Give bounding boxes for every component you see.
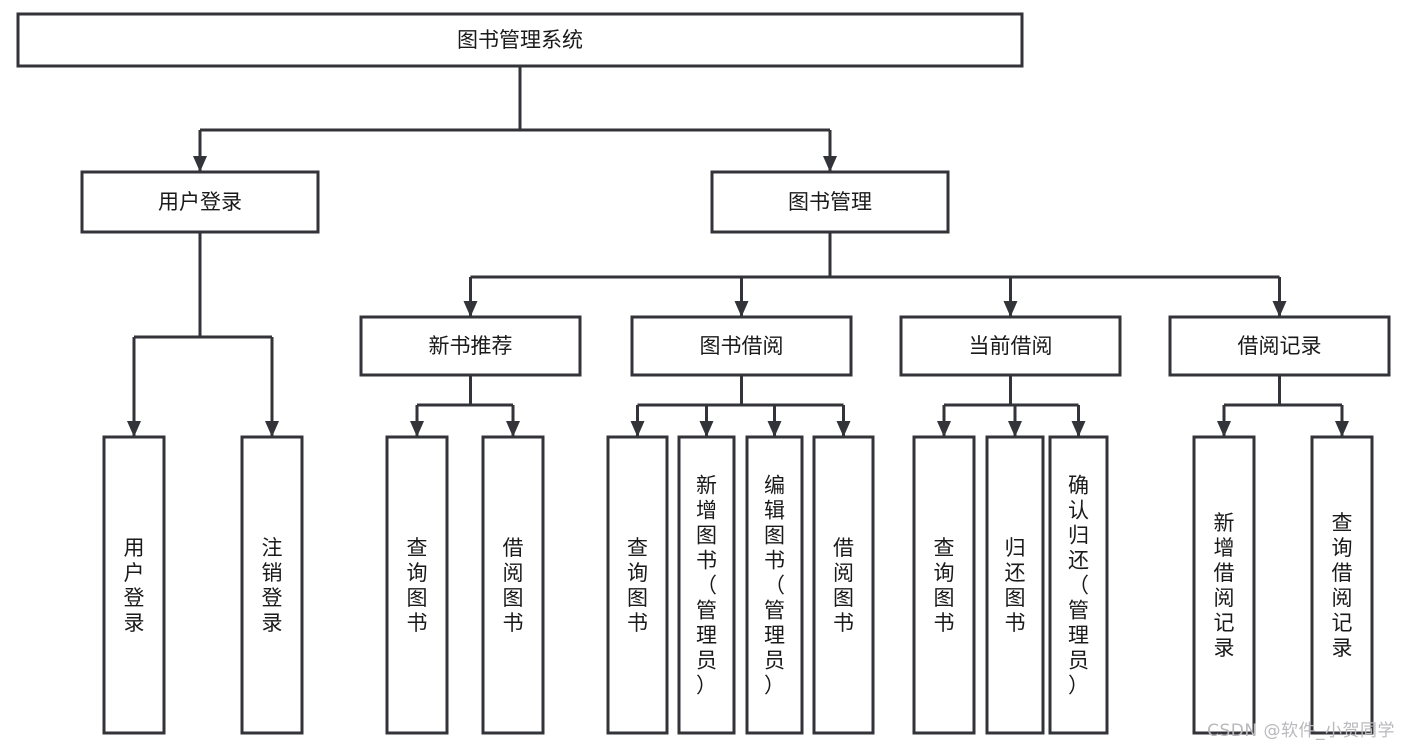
arrow-head-leaf-query-book-cb [937,421,951,437]
node-box-leaf-query-book-nbr [385,435,449,735]
edge-layer [127,66,1349,437]
arrow-head-leaf-return-book [1008,421,1022,437]
node-label-leaf-query-book-nbr: 查询图书 [407,536,428,635]
node-leaf-borrow-book-bb[interactable]: 借阅图书 [812,435,875,735]
node-leaf-user-login[interactable]: 用户登录 [102,435,166,735]
node-book-borrow[interactable]: 图书借阅 [630,315,853,377]
arrow-head-user-login [193,156,207,172]
node-layer: 图书管理系统用户登录图书管理新书推荐图书借阅当前借阅借阅记录用户登录注销登录查询… [16,12,1391,735]
node-label-leaf-borrow-book-bb: 借阅图书 [833,536,854,635]
arrow-head-leaf-borrow-book-bb [836,421,851,437]
node-box-leaf-query-book-cb [912,435,976,735]
node-box-leaf-logout-login [240,435,304,735]
node-leaf-query-book-bb[interactable]: 查询图书 [606,435,669,735]
node-box-leaf-edit-book-admin [745,435,804,735]
node-label-root: 图书管理系统 [457,28,583,52]
node-label-leaf-query-book-bb: 查询图书 [627,536,648,635]
node-leaf-return-book[interactable]: 归还图书 [985,435,1045,735]
node-leaf-add-borrow-record[interactable]: 新增借阅记录 [1192,435,1256,735]
node-label-leaf-confirm-return-admin: 确认归还（管理员） [1068,474,1089,698]
node-box-leaf-user-login [102,435,166,735]
node-box-book-borrow [630,315,853,377]
node-leaf-logout-login[interactable]: 注销登录 [240,435,304,735]
node-leaf-confirm-return-admin[interactable]: 确认归还（管理员） [1048,435,1109,735]
node-leaf-query-borrow-record[interactable]: 查询借阅记录 [1310,435,1374,735]
node-borrow-record[interactable]: 借阅记录 [1168,315,1391,377]
arrow-head-leaf-edit-book-admin [767,421,782,437]
arrow-head-leaf-add-borrow-record [1217,421,1231,437]
arrow-head-new-book-recommend [463,301,478,317]
node-box-current-borrow [899,315,1122,377]
arrow-head-leaf-query-borrow-record [1335,421,1349,437]
arrow-head-leaf-borrow-book-nbr [506,421,520,437]
node-root[interactable]: 图书管理系统 [16,12,1024,68]
node-box-borrow-record [1168,315,1391,377]
node-box-root [16,12,1024,68]
node-new-book-recommend[interactable]: 新书推荐 [359,315,582,377]
node-box-new-book-recommend [359,315,582,377]
arrow-head-leaf-query-book-nbr [410,421,424,437]
node-label-leaf-return-book: 归还图书 [1005,536,1026,635]
node-box-leaf-borrow-book-bb [812,435,875,735]
node-label-user-login: 用户登录 [158,190,242,214]
node-label-leaf-logout-login: 注销登录 [262,536,283,635]
arrow-head-book-management [823,156,837,172]
node-label-leaf-query-borrow-record: 查询借阅记录 [1332,511,1353,660]
node-label-leaf-add-book-admin: 新增图书（管理员） [696,474,717,698]
node-label-current-borrow: 当前借阅 [969,334,1053,358]
node-box-leaf-borrow-book-nbr [481,435,545,735]
node-leaf-edit-book-admin[interactable]: 编辑图书（管理员） [745,435,804,735]
arrow-head-borrow-record [1272,301,1287,317]
arrow-head-leaf-logout-login [265,421,279,437]
node-leaf-add-book-admin[interactable]: 新增图书（管理员） [677,435,736,735]
node-box-book-management [710,170,950,234]
node-box-user-login [80,170,320,234]
arrow-head-leaf-add-book-admin [699,421,714,437]
node-box-leaf-return-book [985,435,1045,735]
node-label-new-book-recommend: 新书推荐 [429,334,513,358]
node-label-leaf-query-book-cb: 查询图书 [934,536,955,635]
node-current-borrow[interactable]: 当前借阅 [899,315,1122,377]
node-leaf-query-book-nbr[interactable]: 查询图书 [385,435,449,735]
node-box-leaf-query-borrow-record [1310,435,1374,735]
node-box-leaf-query-book-bb [606,435,669,735]
node-label-leaf-user-login: 用户登录 [124,536,145,635]
node-box-leaf-add-borrow-record [1192,435,1256,735]
arrow-head-leaf-confirm-return-admin [1071,421,1086,437]
node-label-leaf-edit-book-admin: 编辑图书（管理员） [764,474,785,698]
node-label-leaf-add-borrow-record: 新增借阅记录 [1214,511,1235,660]
csdn-watermark: CSDN @软件_小贺同学 [1207,721,1395,741]
node-box-leaf-add-book-admin [677,435,736,735]
node-box-leaf-confirm-return-admin [1048,435,1109,735]
node-label-borrow-record: 借阅记录 [1238,334,1322,358]
arrow-head-leaf-user-login [127,421,141,437]
node-leaf-query-book-cb[interactable]: 查询图书 [912,435,976,735]
node-label-book-management: 图书管理 [788,190,872,214]
node-book-management[interactable]: 图书管理 [710,170,950,234]
arrow-head-current-borrow [1003,301,1018,317]
node-user-login[interactable]: 用户登录 [80,170,320,234]
node-label-book-borrow: 图书借阅 [700,334,784,358]
arrow-head-leaf-query-book-bb [630,421,645,437]
node-label-leaf-borrow-book-nbr: 借阅图书 [503,536,524,635]
arrow-head-book-borrow [734,301,749,317]
node-leaf-borrow-book-nbr[interactable]: 借阅图书 [481,435,545,735]
